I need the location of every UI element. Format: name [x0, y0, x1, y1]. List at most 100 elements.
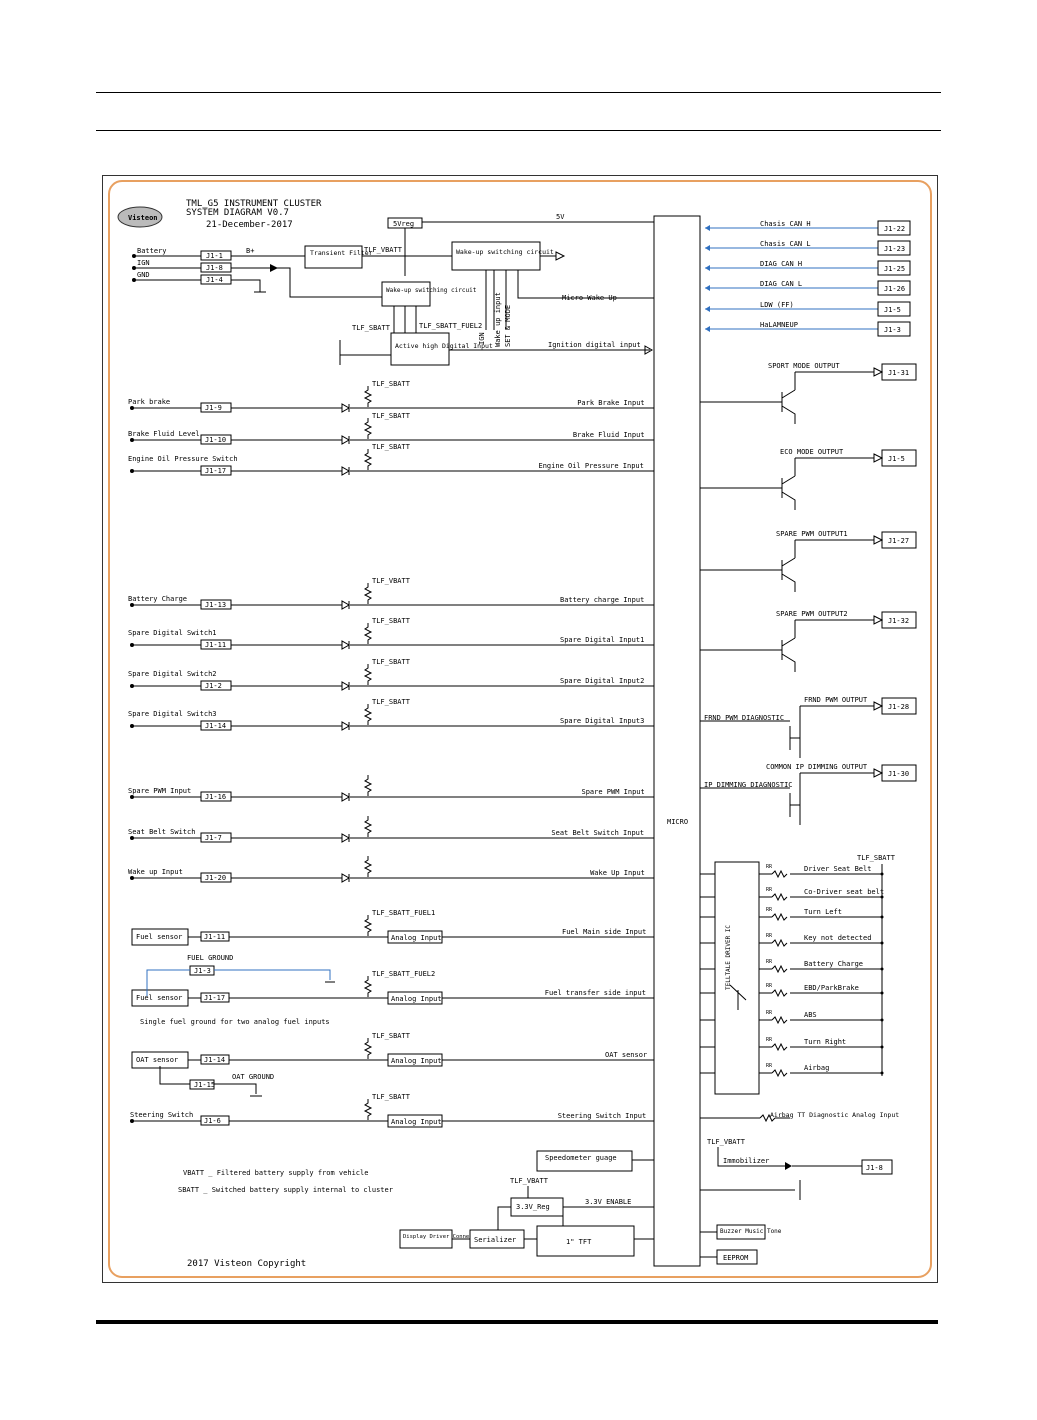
svg-text:OAT GROUND: OAT GROUND: [232, 1073, 274, 1081]
svg-text:TLF_SBATT: TLF_SBATT: [352, 324, 391, 332]
sensor-label: OAT sensor: [136, 1056, 178, 1064]
telltale-resistor: [771, 912, 788, 922]
pin-label: J1-14: [204, 1056, 225, 1064]
input-diode: [341, 640, 351, 650]
output-transistor: [700, 772, 874, 825]
supply-net: TLF_SBATT: [372, 412, 411, 420]
svg-text:TLF_SBATT_FUEL2: TLF_SBATT_FUEL2: [419, 322, 482, 330]
pin-label: J1-10: [205, 436, 226, 444]
pin-label: J1-6: [204, 1117, 221, 1125]
telltale-driver-ic: [714, 861, 760, 1095]
pin-immobilizer: [861, 1159, 893, 1175]
svg-text:J1-8: J1-8: [866, 1164, 883, 1172]
output-label: FRND PWM OUTPUT: [804, 696, 868, 704]
input-label: Spare Digital Switch1: [128, 629, 217, 637]
pin-label: J1-28: [888, 703, 909, 711]
pin-label: J1-31: [888, 369, 909, 377]
input-label: Spare Digital Switch2: [128, 670, 217, 678]
input-diode: [341, 403, 351, 413]
analog-block-label: Analog Input: [391, 995, 442, 1003]
pin-box: [877, 280, 911, 296]
telltale-resistor: [771, 869, 788, 879]
svg-text:TLF_VBATT: TLF_VBATT: [707, 1138, 746, 1146]
svg-text:3.3V_Reg: 3.3V_Reg: [516, 1203, 550, 1211]
logo-text: Visteon: [128, 214, 158, 222]
telltale-resistor: [771, 892, 788, 902]
pin-label: J1-20: [205, 874, 226, 882]
input-label: Wake up Input: [128, 868, 183, 876]
telltale-resistor-label: RR: [766, 1037, 773, 1043]
telltale-label: Airbag: [804, 1064, 829, 1072]
supply-net: TLF_VBATT: [372, 577, 411, 585]
junction: [880, 915, 884, 919]
svg-text:Transient Filter: Transient Filter: [310, 249, 373, 257]
bus-arrow: [705, 225, 710, 231]
junction: [880, 872, 884, 876]
diagram-subtitle: SYSTEM DIAGRAM V0.7: [186, 208, 289, 218]
pin-box: [877, 321, 911, 337]
pullup-resistor: [363, 449, 373, 470]
pin-label: J1-25: [884, 265, 905, 273]
output-transistor: [700, 705, 874, 758]
input-label: Spare PWM Input: [128, 787, 191, 795]
tft-display: [536, 1225, 635, 1257]
pin-label: J1-17: [204, 994, 225, 1002]
svg-text:Airbag TT Diagnostic Analog In: Airbag TT Diagnostic Analog Input: [770, 1111, 899, 1119]
pin-box: [877, 301, 911, 317]
telltale-resistor-label: RR: [766, 887, 773, 893]
telltale-resistor: [771, 1015, 788, 1025]
pullup-resistor: [363, 664, 373, 685]
pin-label: J1-11: [204, 933, 225, 941]
analog-input-block: [387, 1114, 443, 1128]
pullup-resistor: [363, 386, 373, 407]
pullup-resistor: [363, 418, 373, 439]
pin-label: J1-2: [205, 682, 222, 690]
bus-label: LDW (FF): [760, 301, 794, 309]
telltale-label: Turn Left: [804, 908, 842, 916]
telltale-label: Turn Right: [804, 1038, 846, 1046]
pin-label: J1-7: [205, 834, 222, 842]
gnd-label: GND: [137, 271, 150, 279]
output-arrow: [873, 768, 884, 778]
top-rule-2: [96, 130, 941, 131]
bottom-section: Speedometer guage TLF_VBATT 3.3V_Reg 3.3…: [178, 1138, 893, 1269]
bus-arrow: [705, 306, 710, 312]
input-label: Engine Oil Pressure Switch: [128, 455, 238, 463]
signal-label: Wake Up Input: [590, 869, 645, 877]
telltale-resistor-label: RR: [766, 983, 773, 989]
svg-text:Immobilizer: Immobilizer: [723, 1157, 769, 1165]
pin-label: J1-5: [884, 306, 901, 314]
svg-text:J1-15: J1-15: [194, 1081, 215, 1089]
diagnostic-label: FRND PWM DIAGNOSTIC: [704, 714, 784, 722]
signal-label: Spare PWM Input: [582, 788, 645, 796]
svg-text:TLF_SBATT: TLF_SBATT: [857, 854, 896, 862]
telltale-resistor: [771, 1042, 788, 1052]
svg-text:VBATT _ Filtered battery suppl: VBATT _ Filtered battery supply from veh…: [183, 1169, 368, 1177]
telltale-label: ABS: [804, 1011, 817, 1019]
diagram-frame: [102, 175, 938, 1283]
pullup-resistor: [363, 583, 373, 604]
signal-label: Spare Digital Input2: [560, 677, 644, 685]
svg-text:Ignition digital input: Ignition digital input: [548, 341, 641, 349]
junction: [880, 967, 884, 971]
junction: [880, 895, 884, 899]
bus-label: HaLAMNEUP: [760, 321, 798, 329]
pullup-resistor: [363, 816, 373, 837]
input-label: Brake Fluid Level: [128, 430, 200, 438]
diagram-date: 21-December-2017: [206, 220, 293, 230]
svg-text:Active high Digital Input: Active high Digital Input: [395, 342, 493, 350]
signal-label: Spare Digital Input3: [560, 717, 644, 725]
input-label: Spare Digital Switch3: [128, 710, 217, 718]
pullup-resistor: [363, 976, 373, 997]
pin-label: J1-23: [884, 245, 905, 253]
bus-label: DIAG CAN H: [760, 260, 802, 268]
input-diode: [341, 681, 351, 691]
svg-text:J1-1: J1-1: [206, 252, 223, 260]
supply-net: TLF_SBATT_FUEL2: [372, 970, 435, 978]
ign-label: IGN: [137, 259, 150, 267]
analog-input-block: [387, 991, 443, 1005]
input-diode: [341, 792, 351, 802]
